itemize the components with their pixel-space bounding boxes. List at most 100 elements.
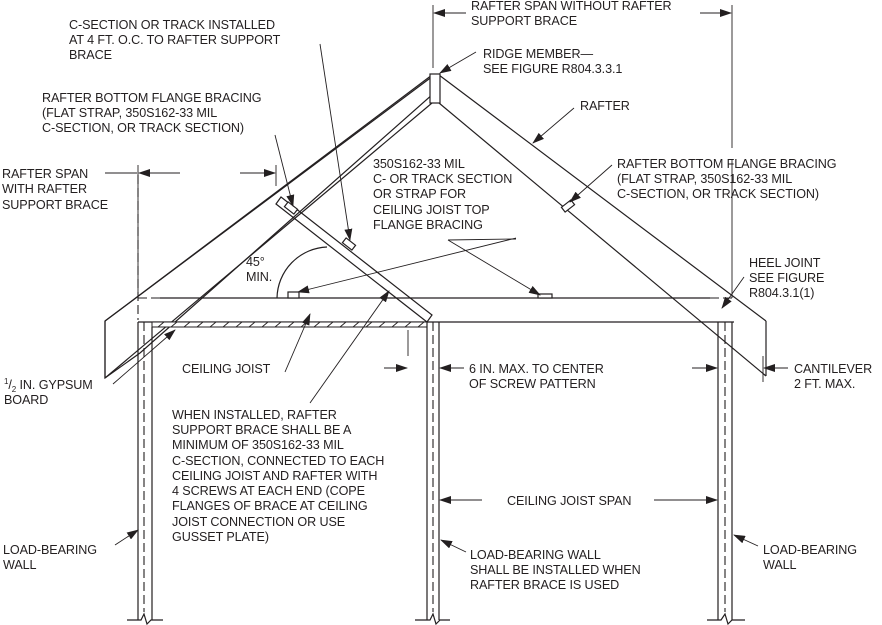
svg-text:MINIMUM OF 350S162-33 MIL: MINIMUM OF 350S162-33 MIL: [172, 438, 344, 452]
svg-text:SEE FIGURE: SEE FIGURE: [749, 271, 824, 285]
label-ceiling-joist: CEILING JOIST: [182, 362, 271, 376]
svg-text:(FLAT STRAP, 350S162-33 MIL: (FLAT STRAP, 350S162-33 MIL: [617, 172, 792, 186]
svg-text:SHALL BE INSTALLED WHEN: SHALL BE INSTALLED WHEN: [470, 563, 641, 577]
hatch-mark: [365, 321, 373, 328]
hatch-mark: [157, 321, 165, 328]
svg-text:C- OR TRACK SECTION: C- OR TRACK SECTION: [373, 172, 512, 186]
hatch-mark: [196, 321, 204, 328]
hatch-mark: [417, 321, 425, 328]
svg-text:RAFTER: RAFTER: [580, 99, 630, 113]
label-bottom-flange-bracing-left: RAFTER BOTTOM FLANGE BRACING (FLAT STRAP…: [42, 91, 262, 135]
hatch-mark: [391, 321, 399, 328]
svg-text:CANTILEVER: CANTILEVER: [794, 362, 872, 376]
dimension-six-inch: [384, 330, 464, 372]
label-gypsum-board: 1/2 IN. GYPSUM BOARD: [4, 377, 93, 407]
svg-text:LOAD-BEARING: LOAD-BEARING: [3, 543, 97, 557]
svg-text:WALL: WALL: [3, 558, 37, 572]
svg-text:CEILING JOIST SPAN: CEILING JOIST SPAN: [507, 494, 631, 508]
svg-text:SUPPORT BRACE: SUPPORT BRACE: [2, 198, 108, 212]
svg-text:C-SECTION, OR TRACK SECTION): C-SECTION, OR TRACK SECTION): [617, 187, 819, 201]
hatch-mark: [378, 321, 386, 328]
svg-text:OR STRAP FOR: OR STRAP FOR: [373, 187, 466, 201]
svg-text:4 SCREWS AT EACH END (COPE: 4 SCREWS AT EACH END (COPE: [172, 484, 365, 498]
hatch-mark: [352, 321, 360, 328]
label-load-bearing-right: LOAD-BEARING WALL: [763, 543, 857, 572]
hatch-mark: [404, 321, 412, 328]
label-brace-note: WHEN INSTALLED, RAFTER SUPPORT BRACE SHA…: [172, 408, 384, 544]
hatch-mark: [209, 321, 217, 328]
label-load-bearing-middle: LOAD-BEARING WALL SHALL BE INSTALLED WHE…: [470, 548, 641, 592]
dimension-rafter-span-without-brace: [432, 5, 733, 298]
svg-text:RIDGE MEMBER—: RIDGE MEMBER—: [483, 47, 593, 61]
label-heel-joint: HEEL JOINT SEE FIGURE R804.3.1(1): [749, 256, 824, 300]
brace-track-c-section: [341, 237, 357, 251]
hatch-mark: [287, 321, 295, 328]
label-ceiling-joist-span: CEILING JOIST SPAN: [507, 494, 632, 508]
svg-text:AT 4 FT. O.C. TO RAFTER SUPPOR: AT 4 FT. O.C. TO RAFTER SUPPORT: [69, 33, 281, 47]
label-angle: 45° MIN.: [246, 255, 272, 284]
hatch-mark: [326, 321, 334, 328]
bottom-flange-bracing-right: [560, 199, 576, 213]
leader-lines: [112, 43, 759, 553]
label-rafter-span-without-brace: RAFTER SPAN WITHOUT RAFTER SUPPORT BRACE: [471, 0, 672, 28]
svg-text:BOARD: BOARD: [4, 393, 48, 407]
svg-text:6 IN. MAX. TO CENTER: 6 IN. MAX. TO CENTER: [469, 362, 604, 376]
label-rafter-span-with-brace: RAFTER SPAN WITH RAFTER SUPPORT BRACE: [2, 167, 108, 212]
load-bearing-wall-left: [127, 322, 163, 625]
svg-text:RAFTER SPAN: RAFTER SPAN: [2, 167, 88, 181]
svg-text:FLANGE BRACING: FLANGE BRACING: [373, 218, 483, 232]
label-top-flange-bracing: 350S162-33 MIL C- OR TRACK SECTION OR ST…: [373, 157, 512, 232]
label-cantilever: CANTILEVER 2 FT. MAX.: [794, 362, 872, 391]
svg-text:1/2 IN. GYPSUM: 1/2 IN. GYPSUM: [4, 377, 93, 394]
svg-text:45°: 45°: [246, 255, 265, 269]
svg-text:OF SCREW PATTERN: OF SCREW PATTERN: [469, 377, 596, 391]
svg-text:RAFTER BOTTOM FLANGE BRACING: RAFTER BOTTOM FLANGE BRACING: [617, 157, 836, 171]
top-flange-bracing-left: [287, 291, 300, 299]
svg-text:SEE FIGURE R804.3.3.1: SEE FIGURE R804.3.3.1: [483, 62, 622, 76]
load-bearing-wall-middle: [415, 322, 450, 625]
svg-text:WALL: WALL: [763, 558, 797, 572]
svg-text:MIN.: MIN.: [246, 270, 272, 284]
svg-text:WHEN INSTALLED, RAFTER: WHEN INSTALLED, RAFTER: [172, 408, 337, 422]
gypsum-board: [151, 321, 428, 328]
label-c-section-track: C-SECTION OR TRACK INSTALLED AT 4 FT. O.…: [69, 18, 281, 62]
rafter-right: [438, 74, 767, 322]
svg-text:2 FT. MAX.: 2 FT. MAX.: [794, 377, 855, 391]
hatch-mark: [170, 321, 178, 328]
svg-text:FLANGES OF BRACE AT CEILING: FLANGES OF BRACE AT CEILING: [172, 499, 368, 513]
hatch-mark: [222, 321, 230, 328]
hatch-mark: [183, 321, 191, 328]
rafter-support-brace: [275, 196, 433, 323]
load-bearing-wall-right: [707, 322, 745, 625]
ridge-member: [429, 73, 441, 104]
svg-text:SUPPORT BRACE SHALL BE A: SUPPORT BRACE SHALL BE A: [172, 423, 352, 437]
svg-text:LOAD-BEARING: LOAD-BEARING: [763, 543, 857, 557]
label-rafter: RAFTER: [580, 99, 630, 113]
svg-text:C-SECTION OR TRACK INSTALLED: C-SECTION OR TRACK INSTALLED: [69, 18, 275, 32]
svg-text:JOIST CONNECTION OR USE: JOIST CONNECTION OR USE: [172, 515, 345, 529]
dimension-rafter-span-with-brace: [105, 165, 277, 320]
svg-text:CEILING JOIST: CEILING JOIST: [182, 362, 271, 376]
svg-text:SUPPORT BRACE: SUPPORT BRACE: [471, 14, 577, 28]
svg-text:C-SECTION, OR TRACK SECTION): C-SECTION, OR TRACK SECTION): [42, 121, 244, 135]
svg-text:BRACE: BRACE: [69, 48, 112, 62]
hatch-mark: [313, 321, 321, 328]
svg-text:GUSSET PLATE): GUSSET PLATE): [172, 530, 269, 544]
svg-text:CEILING JOIST AND RAFTER WITH: CEILING JOIST AND RAFTER WITH: [172, 469, 377, 483]
angle-arc: [276, 246, 328, 299]
label-ridge-member: RIDGE MEMBER— SEE FIGURE R804.3.3.1: [483, 47, 622, 76]
label-bottom-flange-bracing-right: RAFTER BOTTOM FLANGE BRACING (FLAT STRAP…: [617, 157, 837, 201]
svg-text:C-SECTION, CONNECTED TO EACH: C-SECTION, CONNECTED TO EACH: [172, 454, 384, 468]
hatch-mark: [248, 321, 256, 328]
svg-text:CEILING JOIST TOP: CEILING JOIST TOP: [373, 203, 490, 217]
svg-text:WITH RAFTER: WITH RAFTER: [2, 182, 87, 196]
svg-text:RAFTER BRACE IS USED: RAFTER BRACE IS USED: [470, 578, 619, 592]
svg-text:LOAD-BEARING WALL: LOAD-BEARING WALL: [470, 548, 601, 562]
hatch-mark: [261, 321, 269, 328]
svg-text:R804.3.1(1): R804.3.1(1): [749, 286, 814, 300]
hatch-mark: [339, 321, 347, 328]
label-six-in-max: 6 IN. MAX. TO CENTER OF SCREW PATTERN: [469, 362, 604, 391]
svg-text:(FLAT STRAP, 350S162-33 MIL: (FLAT STRAP, 350S162-33 MIL: [42, 106, 217, 120]
svg-text:RAFTER SPAN WITHOUT RAFTER: RAFTER SPAN WITHOUT RAFTER: [471, 0, 672, 13]
